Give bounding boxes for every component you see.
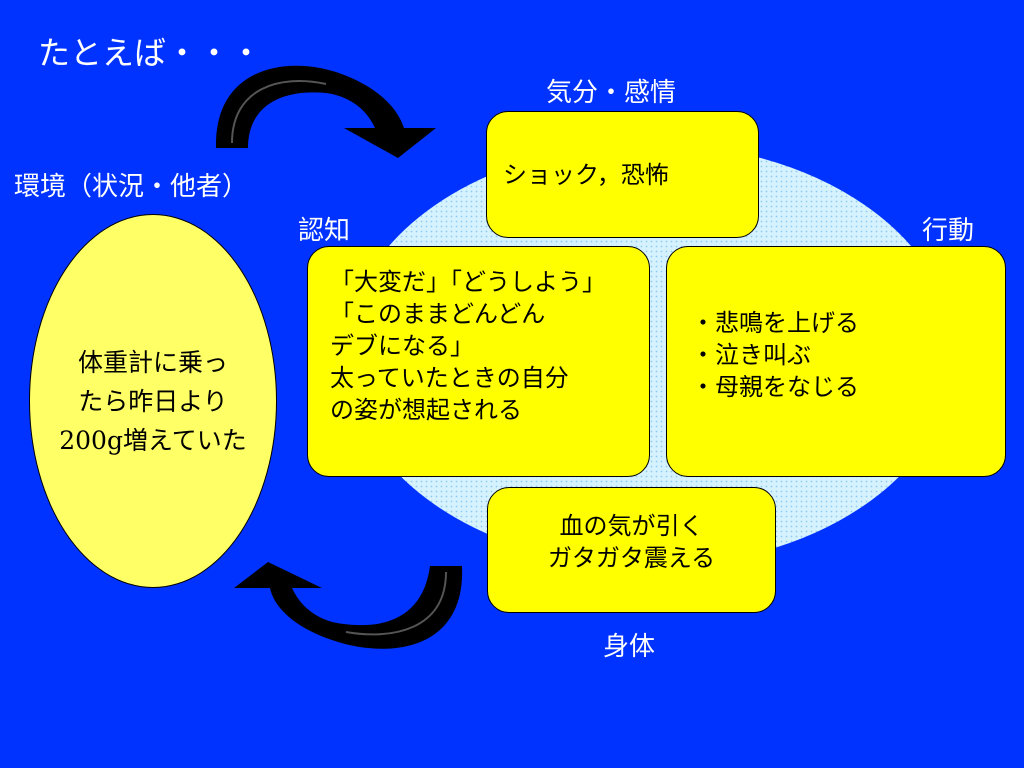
behavior-box: ・悲鳴を上げる ・泣き叫ぶ ・母親をなじる (666, 246, 1006, 477)
mood-text: ショック，恐怖 (503, 161, 669, 189)
environment-amount: 200g (59, 425, 123, 455)
cognition-line-3: デブになる」 (330, 332, 474, 360)
body-label: 身体 (603, 632, 656, 662)
environment-line-2: たら昨日より (78, 386, 228, 416)
environment-oval: 体重計に乗っ たら昨日より 200g増えていた (29, 214, 277, 588)
body-line-1: 血の気が引く (559, 512, 704, 540)
environment-line-3-text: 増えていた (122, 425, 247, 455)
behavior-label: 行動 (922, 216, 975, 246)
environment-line-1: 体重計に乗っ (77, 347, 228, 377)
body-line-2: ガタガタ震える (547, 544, 716, 572)
cognition-line-4: 太っていたときの自分 (330, 364, 569, 392)
behavior-line-1: ・悲鳴を上げる (691, 309, 859, 337)
cognition-line-5: の姿が想起される (330, 396, 522, 424)
environment-line-3: 200g増えていた (59, 421, 247, 460)
cognition-line-2: 「このままどんどん (330, 300, 546, 328)
mood-label: 気分・感情 (546, 78, 677, 108)
slide-title: たとえば・・・ (38, 34, 263, 72)
cognition-label: 認知 (298, 216, 351, 246)
environment-label: 環境（状況・他者） (14, 172, 249, 202)
behavior-line-2: ・泣き叫ぶ (691, 341, 811, 369)
arrow-bottom-icon (234, 562, 463, 649)
arrow-top-icon (215, 65, 436, 158)
behavior-line-3: ・母親をなじる (691, 373, 859, 401)
body-box: 血の気が引く ガタガタ震える (487, 487, 776, 613)
cognition-box: 「大変だ」「どうしよう」 「このままどんどん デブになる」 太っていたときの自分… (307, 246, 650, 477)
cognition-line-1: 「大変だ」「どうしよう」 (330, 268, 606, 296)
mood-box: ショック，恐怖 (486, 111, 759, 238)
